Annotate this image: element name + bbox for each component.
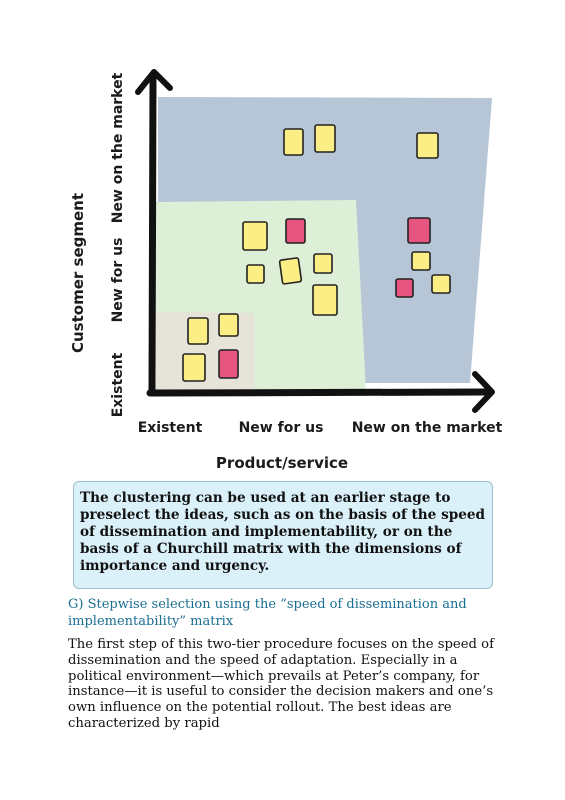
section-heading: G) Stepwise selection using the “speed o…	[68, 597, 467, 629]
x-axis-line	[146, 388, 491, 397]
x-tick-label-new-for-us: New for us	[239, 420, 324, 436]
x-axis-arrowhead	[472, 371, 495, 413]
sticky-note	[313, 253, 333, 274]
sticky-note	[218, 349, 239, 379]
y-tick-label-new-on-the-market: New on the market	[110, 72, 126, 223]
y-tick-label-existent: Existent	[110, 352, 126, 417]
sticky-note	[411, 251, 431, 271]
sticky-note	[242, 221, 268, 251]
sticky-note	[283, 128, 304, 156]
highlight-callout-box: The clustering can be used at an earlier…	[73, 481, 493, 589]
sticky-note	[407, 217, 431, 244]
x-axis-title: Product/service	[216, 454, 348, 472]
y-axis-title: Customer segment	[69, 193, 87, 353]
sticky-note	[218, 313, 239, 337]
sticky-note	[182, 353, 206, 382]
sticky-note	[187, 317, 209, 345]
sticky-note	[285, 218, 306, 244]
sticky-note	[312, 284, 338, 316]
callout-text: The clustering can be used at an earlier…	[80, 490, 486, 574]
sticky-note	[246, 264, 265, 284]
sticky-note	[314, 124, 336, 153]
y-tick-label-new-for-us: New for us	[110, 238, 126, 323]
sticky-note	[416, 132, 439, 159]
sticky-note	[278, 257, 303, 285]
sticky-notes	[182, 124, 451, 382]
sticky-note	[395, 278, 414, 298]
x-tick-label-new-on-the-market: New on the market	[352, 420, 503, 436]
body-paragraph: The first step of this two-tier procedur…	[68, 637, 494, 731]
y-axis-line	[148, 74, 157, 396]
sticky-note	[431, 274, 451, 294]
cluster-matrix-figure: Customer segment Existent New for us New…	[69, 69, 503, 472]
y-axis-arrowhead	[135, 69, 173, 95]
x-tick-label-existent: Existent	[138, 420, 203, 436]
